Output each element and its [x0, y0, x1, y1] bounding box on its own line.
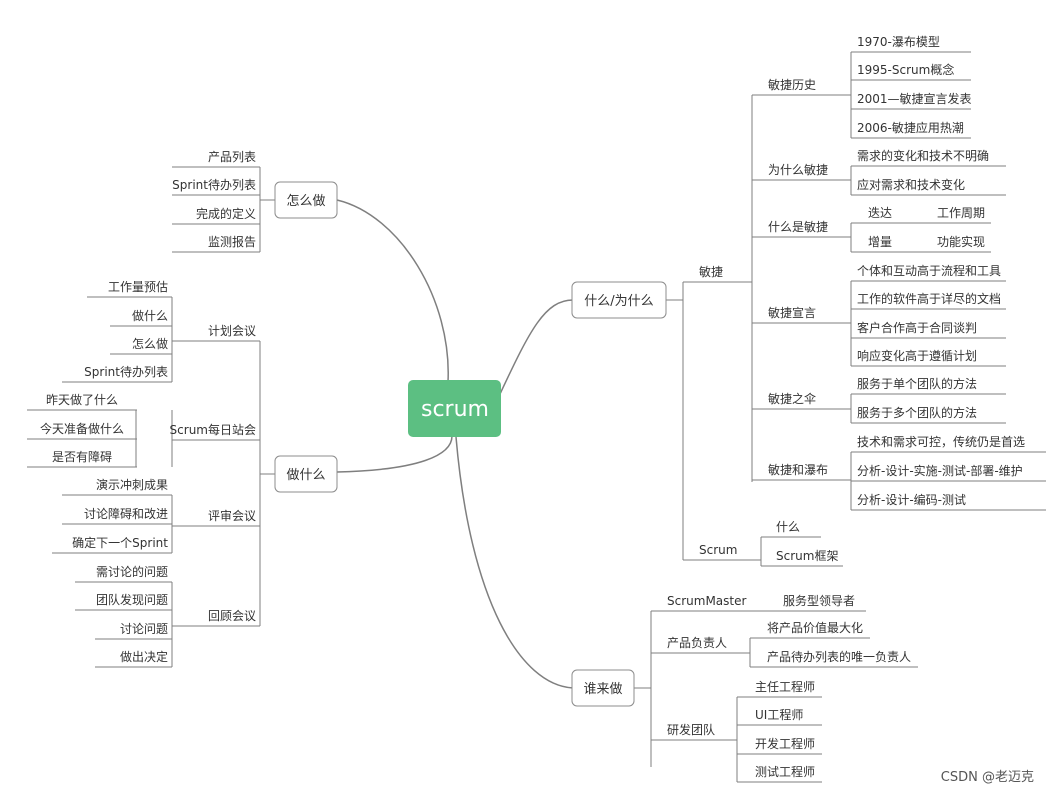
agile-item: 服务于多个团队的方法 — [857, 405, 977, 420]
agile-item: 2006-敏捷应用热潮 — [857, 120, 964, 135]
how-item: 监测报告 — [208, 234, 256, 249]
agile-item: 响应变化高于遵循计划 — [857, 348, 977, 363]
how-item: Sprint待办列表 — [172, 177, 256, 192]
meeting-item: 演示冲刺成果 — [96, 477, 168, 492]
scrum-sub-item: Scrum框架 — [776, 549, 838, 563]
agile-item: 分析-设计-编码-测试 — [857, 492, 966, 507]
watermark: CSDN @老迈克 — [941, 770, 1034, 785]
agile-item: 客户合作高于合同谈判 — [857, 320, 977, 335]
agile-item: 1970-瀑布模型 — [857, 35, 940, 49]
branch-what: 做什么 — [286, 468, 325, 483]
branch-what-box — [274, 455, 338, 493]
agile-pair-left: 增量 — [868, 235, 892, 249]
agile-sub-label: 敏捷之伞 — [768, 391, 816, 406]
role-label: ScrumMaster — [667, 594, 746, 608]
connector-curve — [336, 435, 453, 473]
agile-item: 分析-设计-实施-测试-部署-维护 — [857, 463, 1023, 478]
scrum-sub-item: 什么 — [776, 520, 800, 534]
meeting-item: 工作量预估 — [108, 280, 168, 294]
agile-sub-label: 敏捷历史 — [768, 77, 816, 92]
meeting-item: 昨天做了什么 — [46, 392, 118, 407]
meeting-label: 回顾会议 — [208, 609, 256, 623]
agile-item: 服务于单个团队的方法 — [857, 376, 977, 391]
role-label: 研发团队 — [667, 722, 715, 737]
role-item: 产品待办列表的唯一负责人 — [767, 649, 911, 664]
agile-item: 个体和互动高于流程和工具 — [857, 263, 1001, 278]
root-node-box — [408, 380, 501, 437]
agile-label: 敏捷 — [699, 264, 723, 279]
role-item: 测试工程师 — [755, 764, 815, 779]
agile-item: 技术和需求可控，传统仍是首选 — [857, 434, 1025, 449]
meeting-label: Scrum每日站会 — [170, 422, 256, 437]
meeting-item: 是否有障碍 — [52, 449, 112, 464]
meeting-item: 做什么 — [132, 308, 168, 323]
agile-sub-label: 为什么敏捷 — [768, 162, 828, 177]
meeting-item: 做出决定 — [120, 649, 168, 664]
agile-item: 1995-Scrum概念 — [857, 62, 954, 77]
connector-curve — [455, 436, 574, 689]
agile-item: 需求的变化和技术不明确 — [857, 148, 989, 163]
scrum-sub-label: Scrum — [699, 543, 737, 557]
meeting-label: 评审会议 — [208, 508, 256, 523]
agile-sub-label: 什么是敏捷 — [768, 219, 828, 234]
role-label: 产品负责人 — [667, 636, 727, 650]
agile-item: 应对需求和技术变化 — [857, 177, 965, 192]
meeting-item: 怎么做 — [132, 336, 168, 351]
connector-curve — [499, 299, 574, 395]
root-node: scrum — [421, 397, 489, 422]
meeting-item: 需讨论的问题 — [96, 564, 168, 579]
agile-pair-left: 迭达 — [868, 206, 892, 220]
agile-item: 工作的软件高于详尽的文档 — [857, 291, 1001, 306]
agile-item: 2001—敏捷宣言发表 — [857, 91, 972, 106]
how-item: 完成的定义 — [196, 206, 256, 221]
branch-who-box — [571, 669, 635, 707]
meeting-item: 确定下一个Sprint — [72, 535, 168, 550]
meeting-item: Sprint待办列表 — [84, 364, 168, 379]
agile-sub-label: 敏捷宣言 — [768, 305, 816, 320]
mind-map-nodes: scrum怎么做产品列表Sprint待办列表完成的定义监测报告做什么计划会议工作… — [40, 35, 1025, 779]
agile-pair-right: 功能实现 — [937, 234, 985, 249]
branch-why: 什么/为什么 — [584, 294, 653, 309]
branch-who: 谁来做 — [583, 682, 622, 697]
branch-why-box — [571, 281, 667, 319]
agile-pair-right: 工作周期 — [937, 206, 985, 220]
how-item: 产品列表 — [208, 150, 256, 164]
meeting-item: 讨论障碍和改进 — [84, 506, 168, 521]
meeting-item: 讨论问题 — [120, 622, 168, 636]
role-item: 开发工程师 — [755, 736, 815, 751]
role-item: UI工程师 — [755, 707, 803, 722]
role-item: 服务型领导者 — [783, 593, 855, 608]
meeting-item: 团队发现问题 — [96, 592, 168, 607]
meeting-item: 今天准备做什么 — [40, 421, 124, 436]
branch-how: 怎么做 — [286, 194, 325, 209]
role-item: 将产品价值最大化 — [767, 620, 863, 635]
role-item: 主任工程师 — [755, 679, 815, 694]
meeting-label: 计划会议 — [208, 324, 256, 338]
branch-how-box — [274, 181, 338, 219]
connector-curve — [336, 199, 449, 383]
connector-lines — [27, 51, 1046, 783]
agile-sub-label: 敏捷和瀑布 — [768, 462, 828, 477]
